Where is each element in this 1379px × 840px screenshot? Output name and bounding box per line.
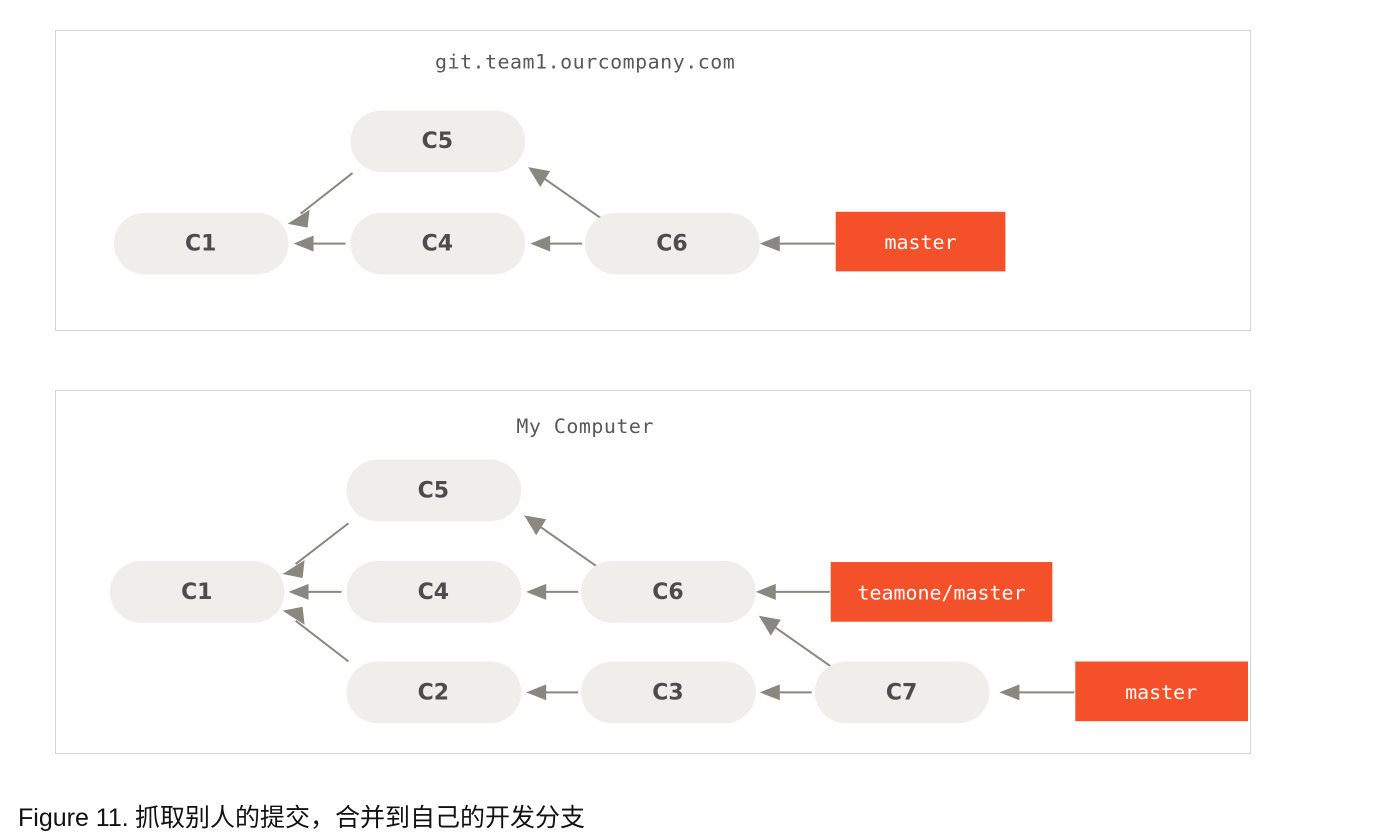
local-graph-svg: My Computer <box>109 415 1249 724</box>
edge-local-c6-to-c5 <box>524 515 600 569</box>
remote-graph-svg: git.team1.ourcompany.com C1 <box>113 51 1006 275</box>
panel-title-local: My Computer <box>516 415 654 438</box>
branch-label-local-master-text: master <box>1125 681 1197 704</box>
commit-label-local-c5: C5 <box>418 478 449 503</box>
edge-local-c4-to-c1 <box>288 583 342 600</box>
edge-c5-to-c1 <box>287 172 354 228</box>
commit-node-local-c6[interactable]: C6 <box>581 561 756 623</box>
edge-local-c5-to-c1 <box>282 522 350 578</box>
branch-label-master-text: master <box>885 231 957 254</box>
figure-caption: Figure 11. 抓取别人的提交，合并到自己的开发分支 <box>18 798 585 834</box>
commit-node-local-c3[interactable]: C3 <box>581 661 756 724</box>
commit-label-c5: C5 <box>422 129 453 154</box>
branch-label-teamone-master-text: teamone/master <box>857 581 1025 604</box>
edge-local-c7-to-c6 <box>758 615 835 670</box>
edge-local-c3-to-c2 <box>526 684 579 701</box>
commit-label-c4: C4 <box>422 232 453 257</box>
edge-c6-to-c5 <box>528 167 604 221</box>
panel-remote-repository: git.team1.ourcompany.com C1 <box>55 30 1251 331</box>
panel-local-repository: My Computer <box>55 390 1251 754</box>
edge-teamone-master-to-c6 <box>755 583 830 600</box>
commit-label-local-c7: C7 <box>886 680 917 705</box>
commit-node-local-c2[interactable]: C2 <box>346 661 522 724</box>
commit-node-local-c7[interactable]: C7 <box>814 661 990 724</box>
commit-node-local-c4[interactable]: C4 <box>346 561 522 623</box>
commit-label-local-c4: C4 <box>418 580 449 605</box>
panel-title-remote: git.team1.ourcompany.com <box>435 51 735 74</box>
edge-local-c2-to-c1 <box>282 606 350 663</box>
edge-c4-to-c1 <box>293 235 346 252</box>
edge-master-to-c6 <box>759 235 835 252</box>
commit-node-c4[interactable]: C4 <box>350 212 526 275</box>
commit-label-c1: C1 <box>185 232 216 257</box>
branch-label-teamone-master[interactable]: teamone/master <box>830 562 1053 622</box>
edge-c6-to-c4 <box>530 235 583 252</box>
figure-caption-prefix: Figure 11. <box>18 804 129 832</box>
branch-label-master[interactable]: master <box>835 211 1006 272</box>
commit-node-c1[interactable]: C1 <box>113 212 289 275</box>
commit-node-local-c1[interactable]: C1 <box>109 561 285 623</box>
commit-label-local-c3: C3 <box>652 680 683 705</box>
edge-local-master-to-c7 <box>999 684 1075 701</box>
commit-node-c6[interactable]: C6 <box>585 212 760 275</box>
commit-label-c6: C6 <box>656 232 687 257</box>
figure-caption-text: 抓取别人的提交，合并到自己的开发分支 <box>128 805 585 832</box>
commit-label-local-c1: C1 <box>181 580 212 605</box>
branch-label-local-master[interactable]: master <box>1075 661 1249 722</box>
commit-node-c5[interactable]: C5 <box>350 110 526 173</box>
commit-label-local-c2: C2 <box>418 680 449 705</box>
commit-node-local-c5[interactable]: C5 <box>346 459 522 522</box>
edge-local-c7-to-c3 <box>759 684 812 701</box>
edge-local-c6-to-c4 <box>526 583 579 600</box>
commit-label-local-c6: C6 <box>652 580 683 605</box>
